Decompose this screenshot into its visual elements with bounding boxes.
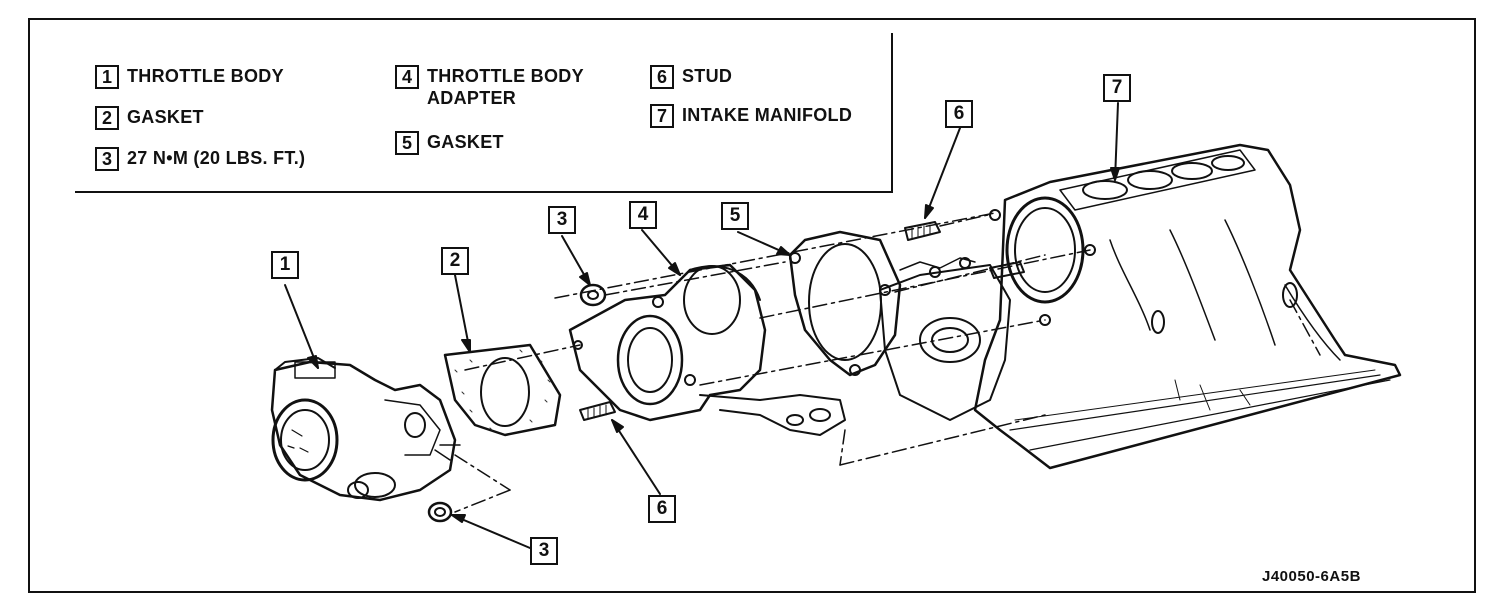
- stud-lower-drawing: [579, 401, 616, 421]
- legend-label: ADAPTER: [427, 88, 517, 108]
- gasket-5-drawing: [788, 230, 902, 377]
- legend-item-gasket: 2 GASKET: [95, 106, 204, 130]
- legend-label: GASKET: [127, 107, 204, 127]
- gasket-2-drawing: [443, 343, 562, 437]
- callout-3-lower: 3: [530, 537, 558, 565]
- legend-label: 27 N•M (20 LBS. FT.): [127, 148, 306, 168]
- legend-item-stud: 6 STUD: [650, 65, 732, 89]
- legend-item-torque: 3 27 N•M (20 LBS. FT.): [95, 147, 305, 171]
- legend-label: INTAKE MANIFOLD: [682, 105, 853, 125]
- callout-1: 1: [271, 251, 299, 279]
- legend-number: 5: [395, 131, 419, 155]
- callout-3-upper: 3: [548, 206, 576, 234]
- legend-number: 3: [95, 147, 119, 171]
- stud-upper-drawing: [904, 221, 941, 241]
- leader-lines: [284, 102, 1120, 549]
- lower-plenum-drawing: [879, 257, 1011, 421]
- legend-label: THROTTLE BODY: [427, 66, 584, 86]
- figure-frame: [28, 18, 1476, 593]
- legend-number: 2: [95, 106, 119, 130]
- legend-number: 6: [650, 65, 674, 89]
- legend-label: STUD: [682, 66, 733, 86]
- nut-lower-drawing: [427, 501, 453, 523]
- legend-number: 1: [95, 65, 119, 89]
- throttle-body-adapter-drawing: [568, 263, 846, 436]
- legend-item-throttle-body-adapter: 4 THROTTLE BODY ADAPTER: [395, 65, 584, 109]
- callout-2: 2: [441, 247, 469, 275]
- callout-6-lower: 6: [648, 495, 676, 523]
- throttle-body-drawing: [270, 357, 461, 502]
- legend-item-throttle-body: 1 THROTTLE BODY: [95, 65, 284, 89]
- legend-item-intake-manifold: 7 INTAKE MANIFOLD: [650, 104, 852, 128]
- legend-label: GASKET: [427, 132, 504, 152]
- legend-panel: 1 THROTTLE BODY 2 GASKET 3 27 N•M (20 LB…: [75, 33, 893, 193]
- alignment-lines: [454, 212, 1321, 513]
- legend-number: 7: [650, 104, 674, 128]
- legend-label: THROTTLE BODY: [127, 66, 284, 86]
- intake-manifold-drawing: [973, 143, 1402, 470]
- callout-6-upper: 6: [945, 100, 973, 128]
- callout-4: 4: [629, 201, 657, 229]
- legend-number: 4: [395, 65, 419, 89]
- callout-5: 5: [721, 202, 749, 230]
- nut-upper-drawing: [579, 283, 607, 307]
- legend-item-gasket-2: 5 GASKET: [395, 131, 504, 155]
- callout-7: 7: [1103, 74, 1131, 102]
- figure-code: J40050-6A5B: [1262, 568, 1361, 585]
